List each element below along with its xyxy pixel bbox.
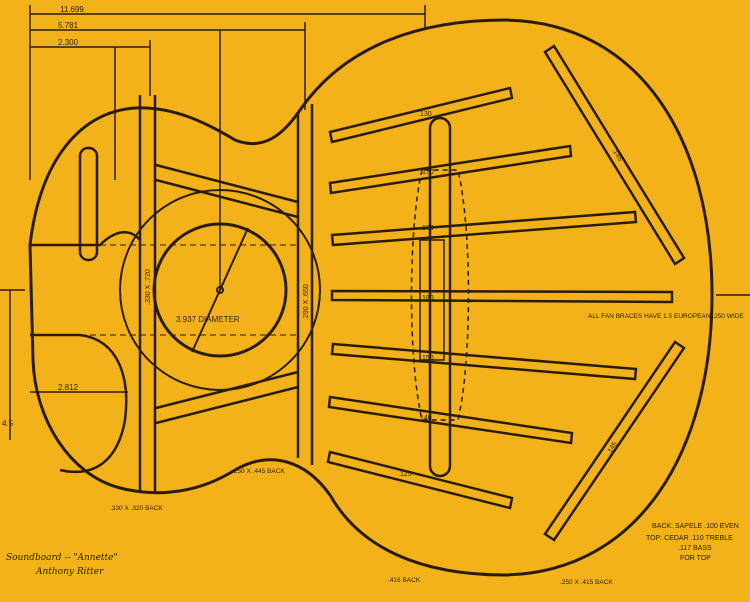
signature-line: Anthony Ritter — [35, 567, 104, 577]
soundhole-diameter-line — [191, 227, 249, 353]
mid-back-label: .250 X .445 BACK — [232, 468, 285, 475]
fan-label: .160 — [420, 225, 434, 232]
upper-bout-inner-line — [30, 231, 141, 247]
dimension-lines — [0, 5, 750, 440]
dim-waist: 2.812 — [58, 383, 79, 392]
outer-bar-lower — [543, 340, 686, 542]
rosette-circle — [119, 189, 321, 391]
spec-line: .117 BASS — [678, 545, 712, 552]
fan-brace-labels: .130 .170 .160 .180 .150 .140 .125 — [398, 111, 434, 478]
upper-bout-lower-line — [30, 333, 128, 474]
signature-line: Soundboard -- "Annette" — [6, 553, 118, 563]
fan-label: .140 — [418, 415, 432, 422]
soundhole-label: 3.937 DIAMETER — [176, 315, 240, 324]
fan-braces — [326, 86, 674, 510]
spec-line: BACK: SAPELE .100 EVEN — [652, 523, 739, 530]
fan-label: .150 — [420, 355, 434, 362]
fan-label: .170 — [420, 169, 434, 176]
dim-overall: 11.699 — [60, 5, 84, 14]
lower-bar-label: .290 X .650 — [303, 284, 310, 320]
upper-transverse-bar — [138, 95, 157, 492]
fan-label: .130 — [418, 111, 432, 118]
signature: Soundboard -- "Annette" Anthony Ritter — [6, 553, 118, 577]
spec-notes: BACK: SAPELE .100 EVEN TOP: CEDAR .110 T… — [646, 523, 739, 562]
diagonal-bars — [155, 163, 299, 425]
dim-short: 2.300 — [58, 38, 79, 47]
soundhole-center — [216, 286, 224, 294]
spec-line: FOR TOP — [680, 555, 711, 562]
fan-label: .125 — [398, 471, 412, 478]
neck-back-label: .416 BACK — [388, 577, 421, 584]
upper-back-label: .330 X .320 BACK — [110, 505, 163, 512]
lower-transverse-bar — [296, 104, 314, 465]
spec-line: TOP: CEDAR .110 TREBLE — [646, 535, 733, 542]
guitar-outline — [28, 18, 714, 577]
tail-back-label: .250 X .415 BACK — [560, 579, 613, 586]
center-bar — [428, 116, 452, 478]
fan-brace-note: ALL FAN BRACES HAVE 1.5 EUROPEAN .250 WI… — [588, 313, 744, 320]
upper-slot — [78, 146, 99, 262]
fan-label: .180 — [420, 295, 434, 302]
dim-mid: 5.781 — [58, 21, 79, 30]
outer-bar-upper — [543, 44, 686, 266]
upper-bar-label: .330 X .720 — [145, 269, 152, 305]
dim-side: 4.5 — [2, 419, 14, 428]
